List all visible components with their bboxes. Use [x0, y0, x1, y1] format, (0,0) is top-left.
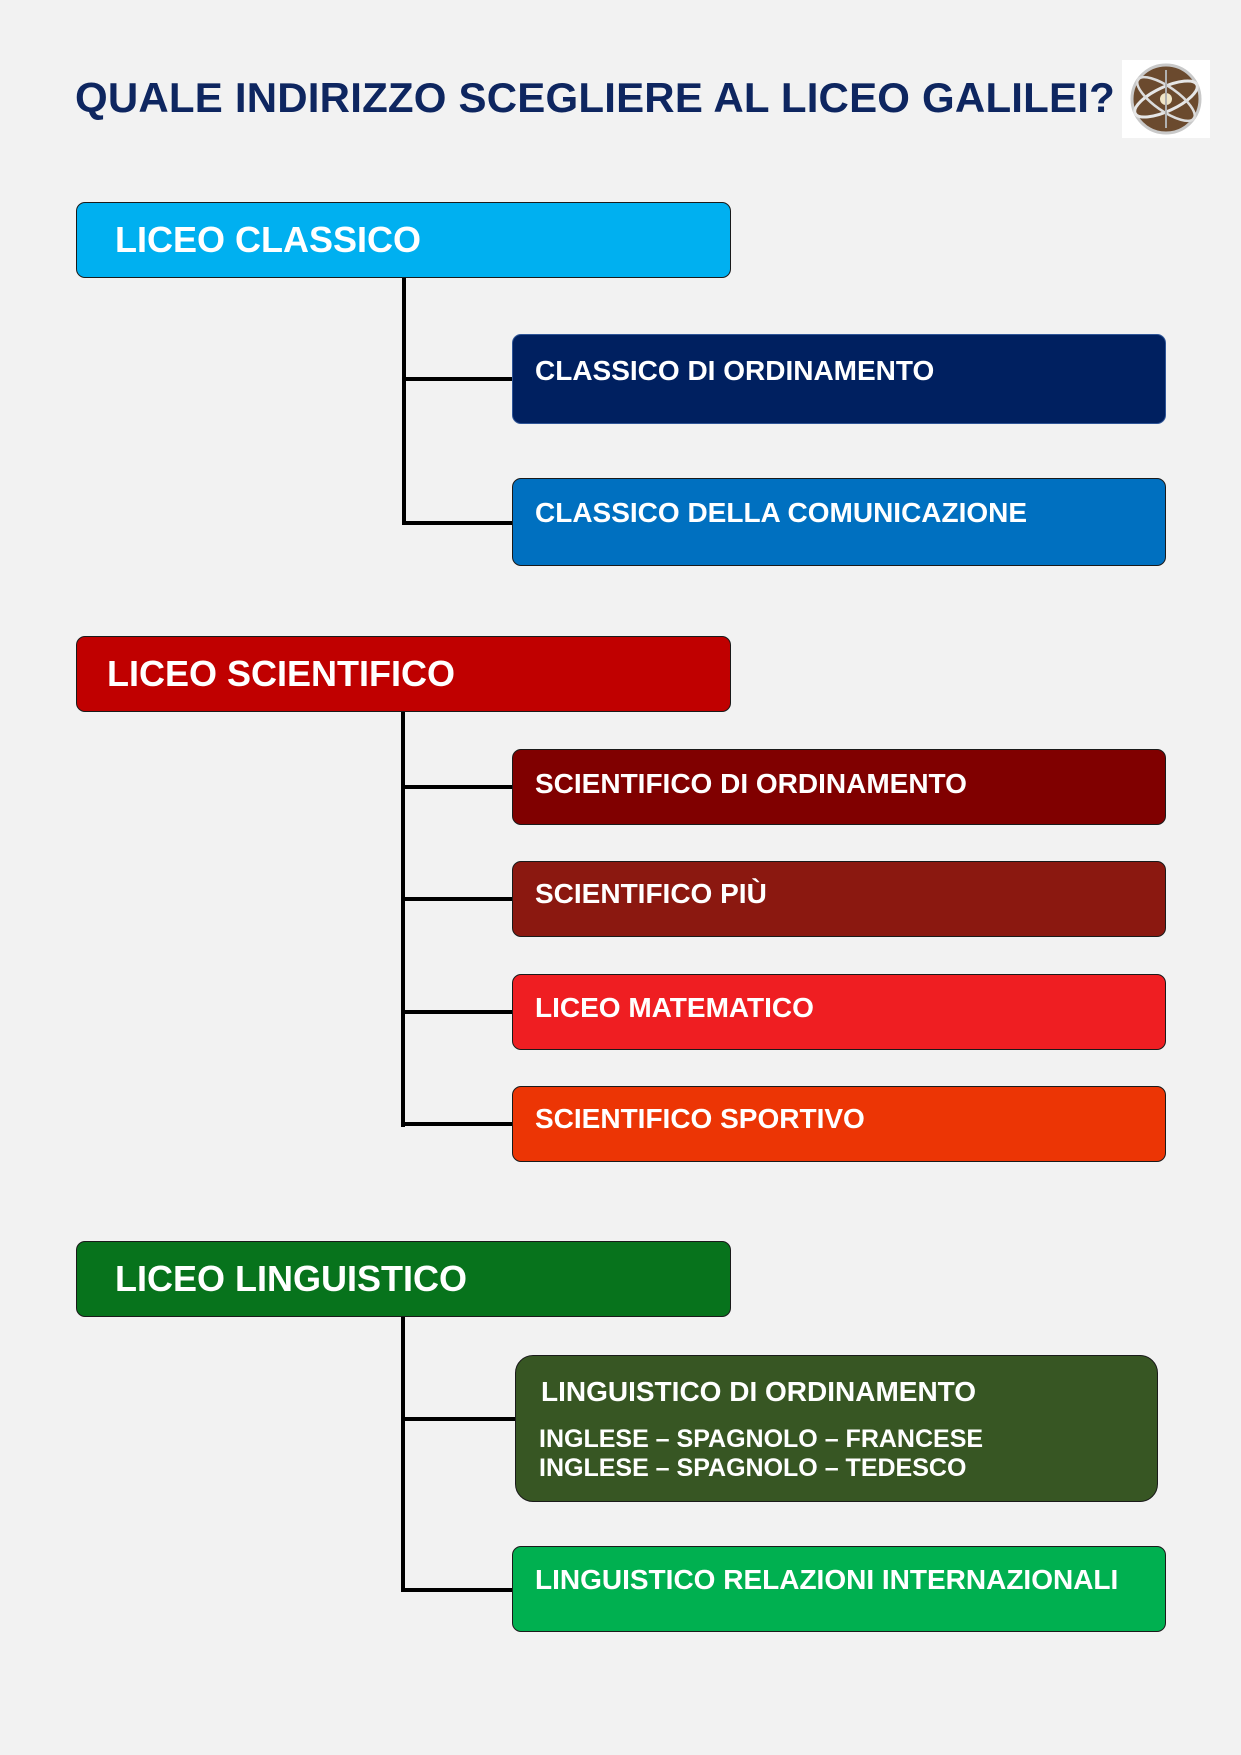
group-liceo-classico[interactable]: LICEO CLASSICO	[76, 202, 731, 278]
item-label: LINGUISTICO RELAZIONI INTERNAZIONALI	[535, 1564, 1119, 1595]
connector-line	[402, 521, 512, 525]
school-emblem-icon	[1122, 60, 1210, 138]
item-scientifico-piu[interactable]: SCIENTIFICO PIÙ	[512, 861, 1166, 937]
item-label: CLASSICO DELLA COMUNICAZIONE	[535, 497, 1028, 528]
connector-line	[401, 1010, 512, 1014]
page-title: QUALE INDIRIZZO SCEGLIERE AL LICEO GALIL…	[75, 74, 1115, 121]
group-label: LICEO LINGUISTICO	[115, 1258, 468, 1299]
connector-line	[401, 897, 512, 901]
item-linguistico-ordinamento[interactable]: LINGUISTICO DI ORDINAMENTO INGLESE – SPA…	[515, 1355, 1158, 1502]
item-label: SCIENTIFICO SPORTIVO	[535, 1103, 865, 1134]
group-label: LICEO CLASSICO	[115, 219, 422, 260]
item-label: LINGUISTICO DI ORDINAMENTO	[541, 1376, 977, 1407]
item-liceo-matematico[interactable]: LICEO MATEMATICO	[512, 974, 1166, 1050]
item-scientifico-ordinamento[interactable]: SCIENTIFICO DI ORDINAMENTO	[512, 749, 1166, 825]
connector-line	[401, 1317, 405, 1592]
group-label: LICEO SCIENTIFICO	[107, 653, 456, 694]
connector-line	[401, 712, 405, 1127]
item-label: LICEO MATEMATICO	[535, 992, 814, 1023]
item-label: SCIENTIFICO DI ORDINAMENTO	[535, 768, 967, 799]
connector-line	[402, 377, 512, 381]
connector-line	[401, 785, 512, 789]
group-liceo-scientifico[interactable]: LICEO SCIENTIFICO	[76, 636, 731, 712]
connector-line	[401, 1417, 516, 1421]
item-classico-comunicazione[interactable]: CLASSICO DELLA COMUNICAZIONE	[512, 478, 1166, 566]
item-scientifico-sportivo[interactable]: SCIENTIFICO SPORTIVO	[512, 1086, 1166, 1162]
connector-line	[401, 1588, 512, 1592]
group-liceo-linguistico[interactable]: LICEO LINGUISTICO	[76, 1241, 731, 1317]
item-label: SCIENTIFICO PIÙ	[535, 878, 767, 909]
connector-line	[401, 1122, 512, 1126]
language-combination: INGLESE – SPAGNOLO – TEDESCO	[539, 1454, 967, 1482]
item-classico-ordinamento[interactable]: CLASSICO DI ORDINAMENTO	[512, 334, 1166, 424]
language-combination: INGLESE – SPAGNOLO – FRANCESE	[539, 1425, 984, 1453]
connector-line	[402, 278, 406, 525]
item-label: CLASSICO DI ORDINAMENTO	[535, 355, 935, 386]
item-linguistico-relazioni-internazionali[interactable]: LINGUISTICO RELAZIONI INTERNAZIONALI	[512, 1546, 1166, 1632]
